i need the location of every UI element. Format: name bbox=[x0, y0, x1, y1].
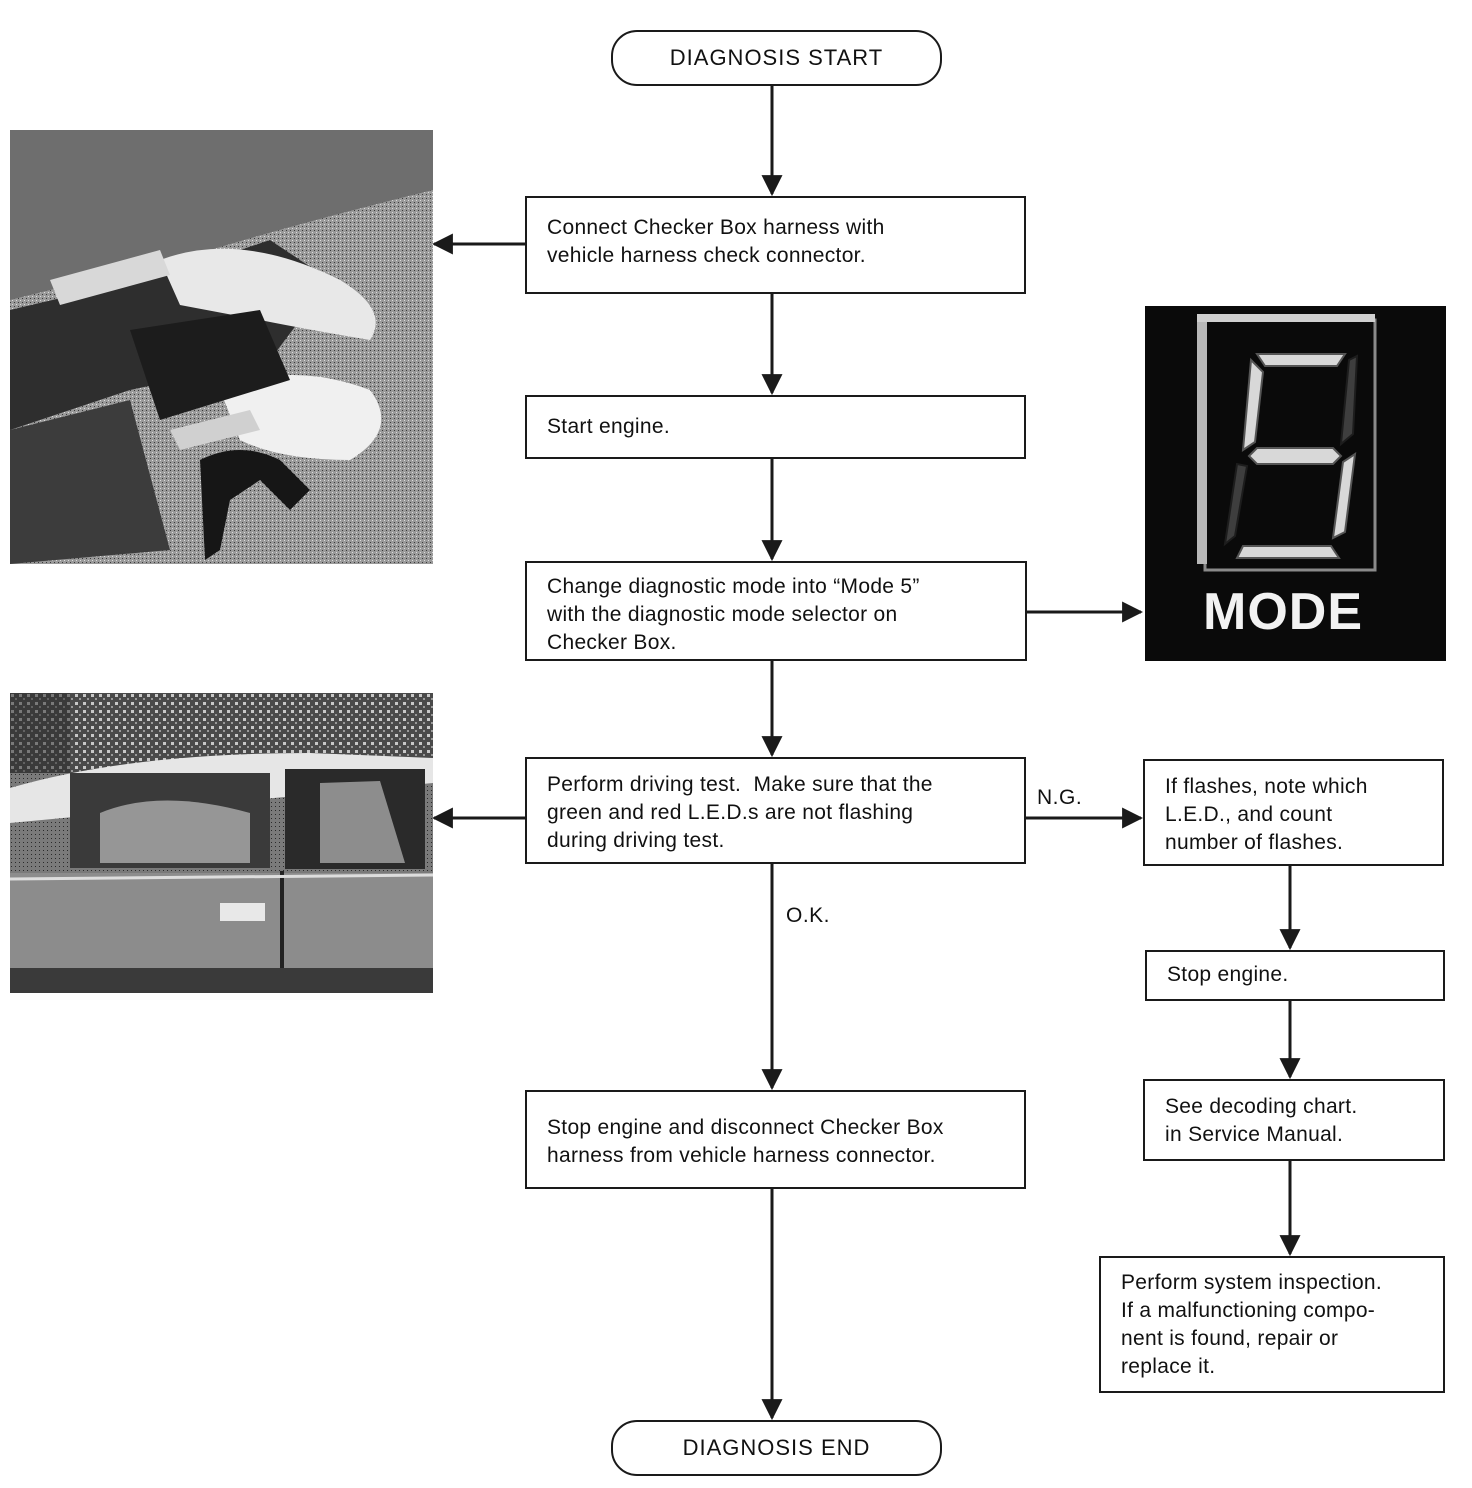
step-text-line: nent is found, repair or bbox=[1121, 1327, 1339, 1350]
step-text-line: replace it. bbox=[1121, 1355, 1216, 1378]
step-text-line: Checker Box. bbox=[547, 631, 677, 654]
step-text-line: with the diagnostic mode selector on bbox=[547, 603, 898, 626]
step-text-line: If flashes, note which bbox=[1165, 775, 1368, 798]
driving-test-photo bbox=[10, 693, 433, 993]
step-text-line: harness from vehicle harness connector. bbox=[547, 1144, 936, 1167]
step-text-line: If a malfunctioning compo- bbox=[1121, 1299, 1376, 1322]
step-text-line: Start engine. bbox=[547, 415, 670, 438]
ok-label: O.K. bbox=[786, 904, 831, 927]
step-stop-disconnect: Stop engine and disconnect Checker Box h… bbox=[525, 1090, 1026, 1189]
step-connect: Connect Checker Box harness with vehicle… bbox=[525, 196, 1026, 294]
step-text-line: Stop engine. bbox=[1167, 963, 1289, 986]
mode-display-photo: MODE bbox=[1145, 306, 1446, 661]
seven-segment-digit bbox=[1223, 353, 1359, 559]
ng-step-note-flashes: If flashes, note which L.E.D., and count… bbox=[1143, 759, 1444, 866]
connector-photo bbox=[10, 130, 433, 564]
start-terminal-label: DIAGNOSIS START bbox=[669, 45, 884, 70]
step-text-line: Perform driving test. Make sure that the bbox=[547, 773, 933, 796]
step-driving-test: Perform driving test. Make sure that the… bbox=[525, 757, 1026, 864]
end-terminal-label: DIAGNOSIS END bbox=[682, 1435, 871, 1460]
ng-step-stop-engine: Stop engine. bbox=[1145, 950, 1445, 1001]
ng-step-decoding: See decoding chart. in Service Manual. bbox=[1143, 1079, 1445, 1161]
mode-label: MODE bbox=[1203, 583, 1363, 641]
step-change-mode: Change diagnostic mode into “Mode 5” wit… bbox=[525, 561, 1027, 661]
step-text-line: Stop engine and disconnect Checker Box bbox=[547, 1116, 944, 1139]
start-terminal: DIAGNOSIS START bbox=[611, 30, 942, 86]
step-text-line: See decoding chart. bbox=[1165, 1095, 1358, 1118]
step-text-line: L.E.D., and count bbox=[1165, 803, 1333, 826]
step-text-line: vehicle harness check connector. bbox=[547, 244, 866, 267]
step-start-engine: Start engine. bbox=[525, 395, 1026, 459]
step-text-line: Connect Checker Box harness with bbox=[547, 216, 885, 239]
ng-step-inspection: Perform system inspection. If a malfunct… bbox=[1099, 1256, 1445, 1393]
step-text-line: number of flashes. bbox=[1165, 831, 1344, 854]
step-text-line: in Service Manual. bbox=[1165, 1123, 1344, 1146]
step-text-line: Change diagnostic mode into “Mode 5” bbox=[547, 575, 920, 598]
step-text-line: Perform system inspection. bbox=[1121, 1271, 1383, 1294]
step-text-line: during driving test. bbox=[547, 829, 725, 852]
step-text-line: green and red L.E.D.s are not flashing bbox=[547, 801, 914, 824]
end-terminal: DIAGNOSIS END bbox=[611, 1420, 942, 1476]
ng-label: N.G. bbox=[1037, 786, 1083, 809]
